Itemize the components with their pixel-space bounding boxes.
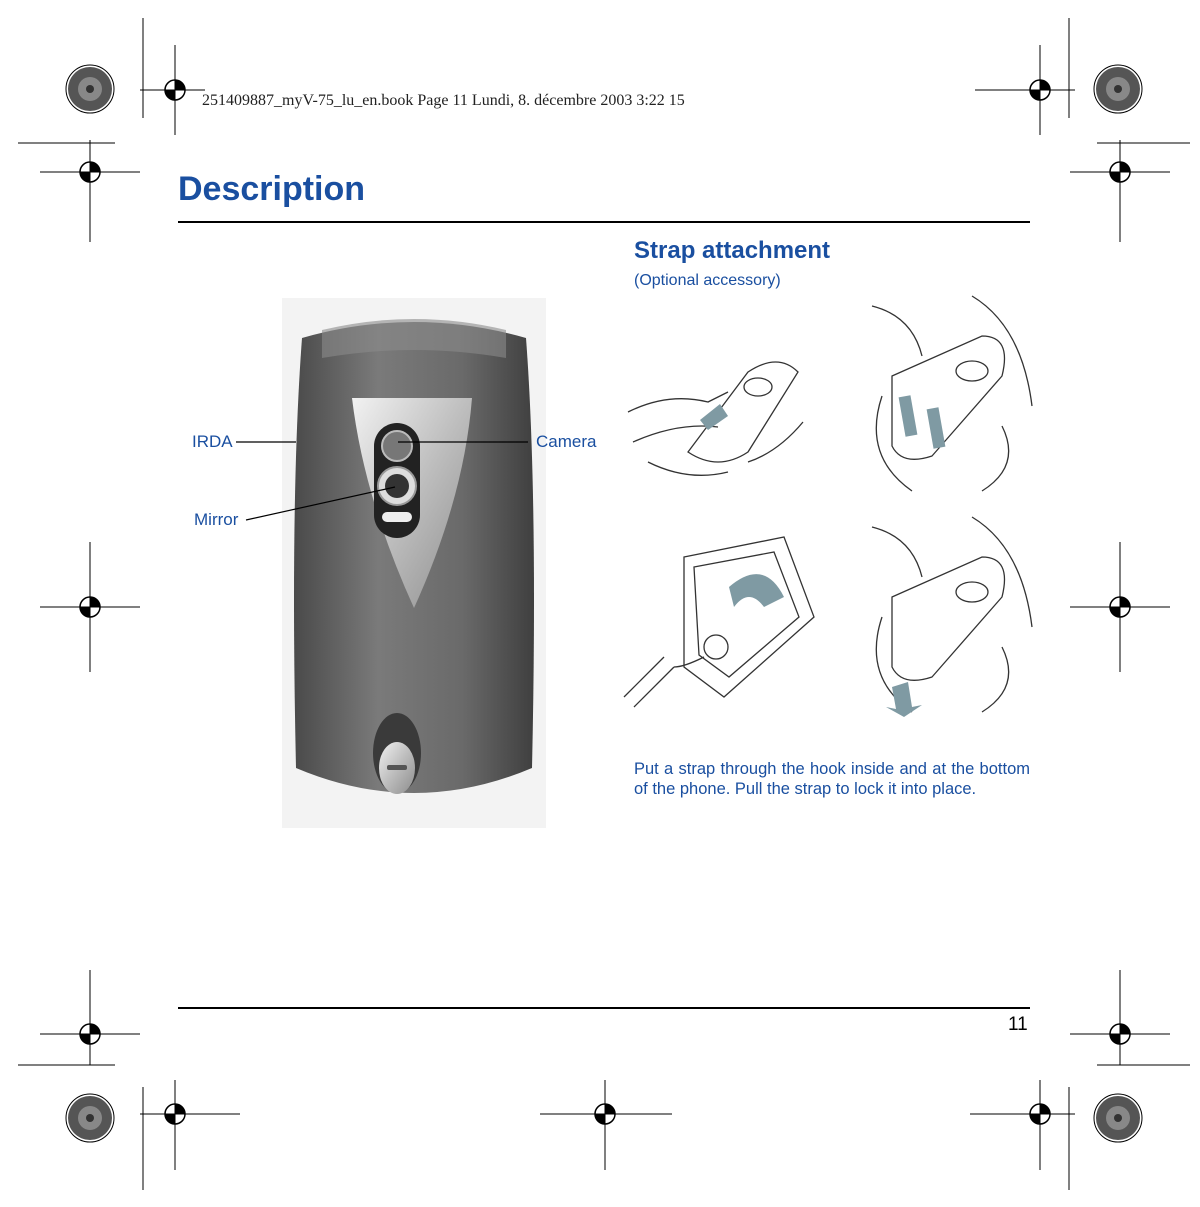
strap-step-2-illustration xyxy=(871,295,1033,492)
phone-back-illustration xyxy=(282,298,546,828)
camera-label: Camera xyxy=(536,432,597,451)
strap-step-1-illustration xyxy=(627,361,804,476)
section-title: Strap attachment xyxy=(634,237,831,264)
strap-instructions: Put a strap through the hook inside and … xyxy=(634,760,1030,798)
section-note: (Optional accessory) xyxy=(634,272,781,289)
title-rule xyxy=(178,221,1030,223)
page-title: Description xyxy=(178,170,366,208)
running-header: 251409887_myV-75_lu_en.book Page 11 Lund… xyxy=(202,92,685,109)
mirror-label: Mirror xyxy=(194,510,239,529)
irda-label: IRDA xyxy=(192,432,233,451)
strap-step-4-illustration xyxy=(871,516,1033,717)
footer-rule xyxy=(178,1007,1030,1009)
page-number: 11 xyxy=(1008,1014,1028,1035)
strap-step-3-illustration xyxy=(623,536,815,708)
